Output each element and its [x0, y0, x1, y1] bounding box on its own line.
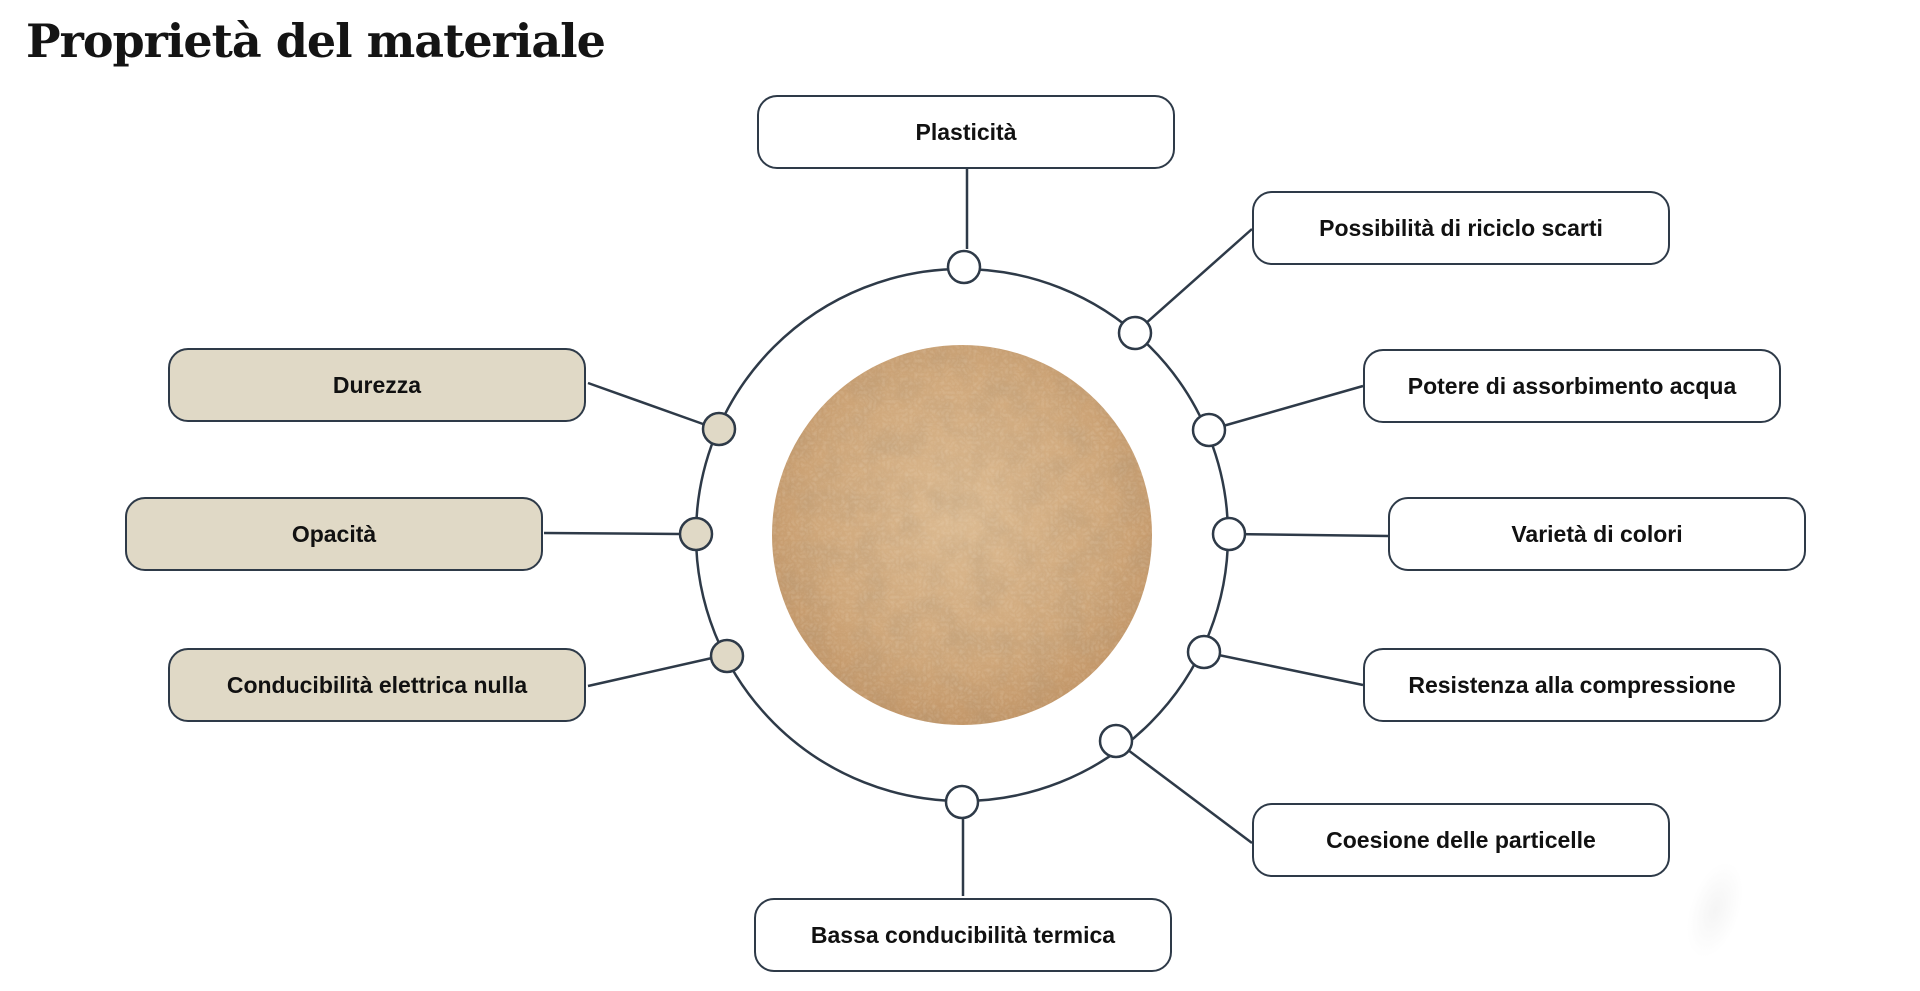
node-opacita [678, 516, 714, 552]
property-box-assorbimento-acqua[interactable]: Potere di assorbimento acqua [1363, 349, 1781, 423]
property-box-conducibilita-termica[interactable]: Bassa conducibilità termica [754, 898, 1172, 972]
connector-coesione [1115, 740, 1253, 844]
property-label: Possibilità di riciclo scarti [1319, 214, 1603, 241]
connector-conducibilita [587, 656, 713, 688]
property-box-plasticita[interactable]: Plasticità [757, 95, 1175, 169]
connector-durezza [587, 381, 704, 426]
property-box-coesione-particelle[interactable]: Coesione delle particelle [1252, 803, 1670, 877]
node-termica [944, 784, 980, 820]
connector-colori [1227, 532, 1389, 538]
connector-compressione [1203, 650, 1364, 687]
node-compressione [1186, 634, 1222, 670]
property-label: Conducibilità elettrica nulla [226, 671, 528, 698]
property-box-resistenza-compressione[interactable]: Resistenza alla compressione [1363, 648, 1781, 722]
node-coesione [1098, 723, 1134, 759]
property-label: Potere di assorbimento acqua [1407, 372, 1737, 399]
node-conducibilita [709, 638, 745, 674]
property-label: Bassa conducibilità termica [810, 921, 1116, 948]
property-box-varieta-colori[interactable]: Varietà di colori [1388, 497, 1806, 571]
property-box-riciclo-scarti[interactable]: Possibilità di riciclo scarti [1252, 191, 1670, 265]
property-box-durezza[interactable]: Durezza [168, 348, 586, 422]
property-label: Plasticità [915, 118, 1017, 145]
node-colori [1211, 516, 1247, 552]
property-label: Opacità [291, 520, 377, 547]
material-texture-image [772, 345, 1152, 725]
connector-riciclo [1135, 228, 1253, 333]
property-box-opacita[interactable]: Opacità [125, 497, 543, 571]
property-box-conducibilita-elettrica[interactable]: Conducibilità elettrica nulla [168, 648, 586, 722]
property-label: Resistenza alla compressione [1408, 671, 1736, 698]
property-label: Coesione delle particelle [1326, 826, 1596, 853]
connector-assorbimento [1208, 384, 1364, 432]
node-durezza [701, 411, 737, 447]
connector-opacita [543, 531, 681, 536]
node-riciclo [1117, 315, 1153, 351]
property-label: Varietà di colori [1511, 520, 1683, 547]
node-plasticita [946, 249, 982, 285]
node-assorbimento [1191, 412, 1227, 448]
page-title: Proprietà del materiale [26, 14, 606, 68]
property-label: Durezza [332, 371, 422, 398]
